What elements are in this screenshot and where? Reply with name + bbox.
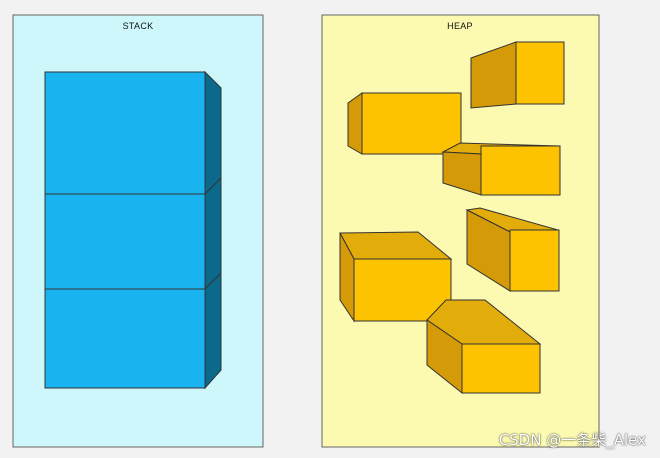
heap-block — [347, 92, 462, 155]
heap-block — [465, 207, 560, 292]
stack-block-1-side — [204, 70, 222, 195]
watermark-text: CSDN @一条柴_Alex — [498, 431, 646, 449]
heap-block — [441, 142, 561, 196]
heap-block — [339, 231, 453, 323]
stack-block-2-side — [204, 176, 222, 291]
stack-panel: STACK — [12, 14, 264, 448]
heap-block — [426, 299, 542, 395]
heap-block — [470, 41, 565, 109]
heap-panel: HEAP — [321, 14, 600, 448]
heap-title: HEAP — [447, 21, 473, 31]
stack-block-3 — [44, 288, 206, 389]
stack-block-2 — [44, 193, 206, 290]
stack-block-3-side — [204, 271, 222, 390]
stack-block-1 — [44, 71, 206, 195]
stack-title: STACK — [123, 21, 154, 31]
stack-blocks — [44, 70, 222, 390]
